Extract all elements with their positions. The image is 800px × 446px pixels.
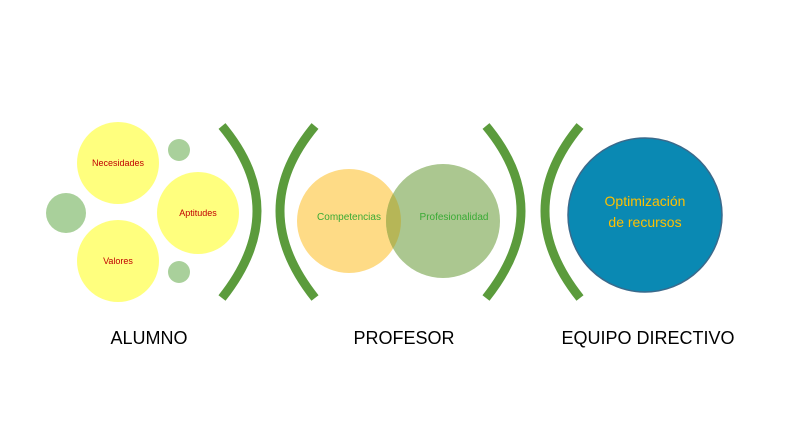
group-label-equipo: EQUIPO DIRECTIVO [561,328,734,348]
circle-aptitudes [157,172,239,254]
label-optimizacion-line1: Optimización [605,193,686,209]
small-circle-top [168,139,190,161]
group-label-profesor: PROFESOR [353,328,454,348]
bracket-close-3 [482,123,526,301]
label-optimizacion-line2: de recursos [608,214,681,230]
bracket-open-4 [540,123,584,301]
circle-profesionalidad [386,164,500,278]
label-competencias: Competencias [317,212,381,223]
brackets [218,123,584,301]
group-label-alumno: ALUMNO [110,328,187,348]
profesor-group: Competencias Profesionalidad PROFESOR [297,164,500,348]
alumno-group: Necesidades Aptitudes Valores ALUMNO [46,122,239,348]
small-circle-bottom [168,261,190,283]
circle-competencias [297,169,401,273]
small-circle-left [46,193,86,233]
circle-necesidades [77,122,159,204]
circle-valores [77,220,159,302]
label-necesidades: Necesidades [92,158,145,168]
bracket-close-1 [218,123,262,301]
label-aptitudes: Aptitudes [179,208,217,218]
label-valores: Valores [103,256,133,266]
equipo-group: Optimización de recursos EQUIPO DIRECTIV… [561,137,735,348]
label-profesionalidad: Profesionalidad [420,212,489,223]
bracket-open-2 [275,123,319,301]
circle-optimizacion [567,137,723,293]
